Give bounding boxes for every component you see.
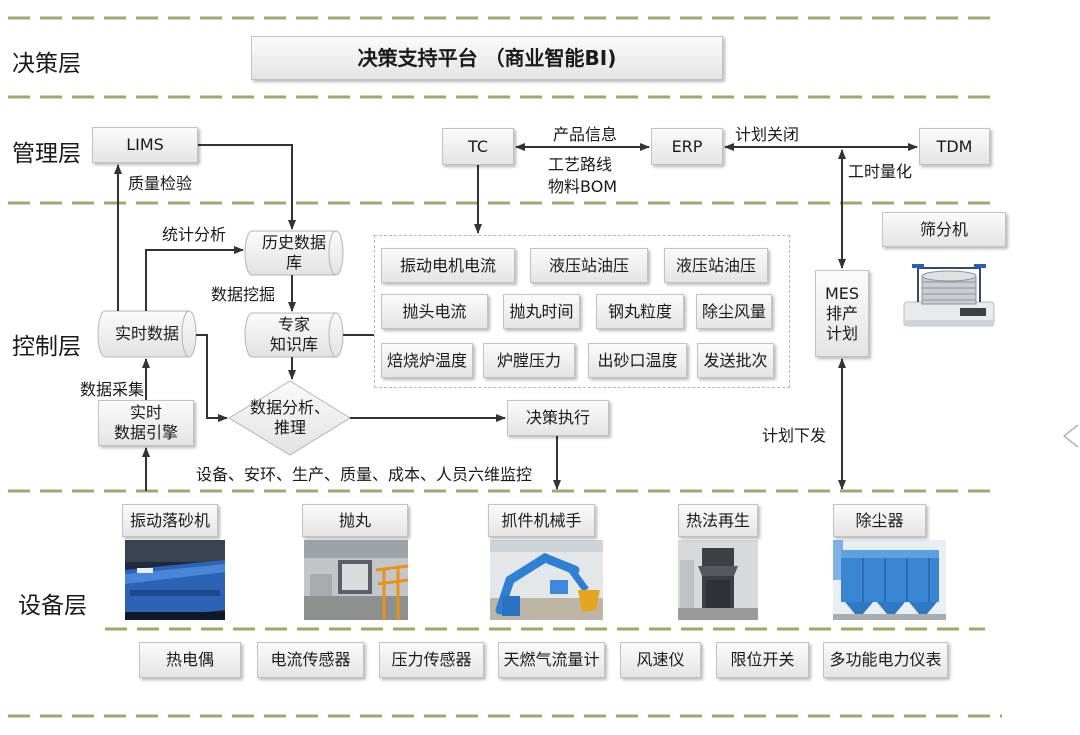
- realtime-data-text: 实时数据: [114, 324, 179, 343]
- label-material-bom: 物料BOM: [548, 177, 618, 196]
- shot-blasting-photo: [304, 540, 409, 620]
- decision-exec-box: 决策执行: [507, 400, 609, 436]
- label-quality-check: 质量检验: [128, 174, 193, 193]
- sieve-machine-box: 筛分机: [882, 212, 1006, 247]
- erp-box: ERP: [651, 128, 723, 165]
- arrow-realtime-to-analysis: [196, 334, 228, 422]
- lims-box: LIMS: [92, 127, 198, 163]
- layer-label-decision: 决策层: [12, 51, 81, 77]
- analysis-text: 数据分析、 推理: [249, 398, 330, 437]
- layer-separators: [8, 16, 1002, 718]
- param-roaster-temperature: 焙烧炉温度: [381, 343, 473, 378]
- sensor-limit-switch: 限位开关: [716, 642, 809, 678]
- dust-collector-photo: [833, 540, 946, 620]
- chevron-left-icon[interactable]: [1062, 424, 1079, 448]
- param-send-batch: 发送批次: [697, 343, 774, 378]
- decision-support-platform: 决策支持平台 （商业智能BI): [251, 36, 723, 80]
- analysis-diamond: [228, 380, 351, 456]
- thermal-regeneration-photo: [678, 540, 758, 620]
- sensor-thermocouple: 热电偶: [139, 642, 241, 678]
- expert-kb-text: 专家 知识库: [269, 315, 318, 354]
- sensor-pressure: 压力传感器: [379, 642, 484, 678]
- equipment-thermal-regeneration: 热法再生: [678, 504, 758, 537]
- label-plan-close: 计划关闭: [735, 125, 800, 144]
- layer-label-control: 控制层: [12, 334, 81, 360]
- label-process-route: 工艺路线: [548, 155, 613, 174]
- realtime-engine-box: 实时 数据引擎: [98, 400, 194, 446]
- parameter-group: [374, 235, 790, 388]
- shakeout-machine-photo: [125, 540, 225, 620]
- history-db-text: 历史数据 库: [261, 233, 326, 272]
- param-dust-airflow: 除尘风量: [696, 294, 772, 329]
- label-product-info: 产品信息: [553, 125, 618, 144]
- layer-label-device: 设备层: [18, 593, 87, 619]
- param-blast-head-current: 抛头电流: [381, 294, 488, 329]
- sensor-gas-flowmeter: 天燃气流量计: [498, 642, 605, 678]
- param-hydraulic-pressure-2: 液压站油压: [664, 248, 768, 283]
- label-six-dimension-monitoring: 设备、安环、生产、质量、成本、人员六维监控: [196, 465, 533, 484]
- tdm-box: TDM: [919, 128, 990, 165]
- param-sand-outlet-temperature: 出砂口温度: [588, 343, 687, 378]
- history-db-cylinder: [244, 230, 344, 276]
- arrow-lims-to-history-db: [198, 144, 296, 230]
- equipment-dust-collector: 除尘器: [833, 504, 926, 537]
- expert-kb-cylinder: [244, 312, 344, 358]
- equipment-shot-blasting: 抛丸: [302, 504, 408, 537]
- mes-box: MES 排产 计划: [815, 270, 869, 357]
- label-data-mining: 数据挖掘: [211, 285, 276, 304]
- label-stat-analysis: 统计分析: [162, 225, 227, 244]
- sensor-current: 电流传感器: [257, 642, 364, 678]
- equipment-shakeout: 振动落砂机: [122, 504, 218, 537]
- param-shot-size: 钢丸粒度: [596, 294, 684, 329]
- arrows: [114, 143, 918, 491]
- arrow-stat-analysis: [145, 246, 244, 311]
- param-vibration-motor-current: 振动电机电流: [381, 248, 515, 283]
- layer-label-management: 管理层: [12, 141, 81, 167]
- label-plan-issue: 计划下发: [762, 426, 827, 445]
- label-work-hours: 工时量化: [848, 162, 913, 181]
- param-furnace-pressure: 炉膛压力: [483, 343, 575, 378]
- param-blast-time: 抛丸时间: [503, 294, 580, 329]
- sieve-machine-photo: [898, 258, 1000, 332]
- equipment-gripper-robot: 抓件机械手: [488, 504, 595, 537]
- realtime-data-cylinder: [97, 310, 197, 358]
- tc-box: TC: [442, 128, 514, 165]
- gripper-robot-photo: [490, 540, 603, 620]
- sensor-power-meter: 多功能电力仪表: [823, 642, 948, 678]
- sensor-anemometer: 风速仪: [620, 642, 701, 678]
- param-hydraulic-pressure-1: 液压站油压: [530, 248, 648, 283]
- label-data-collection: 数据采集: [80, 380, 145, 399]
